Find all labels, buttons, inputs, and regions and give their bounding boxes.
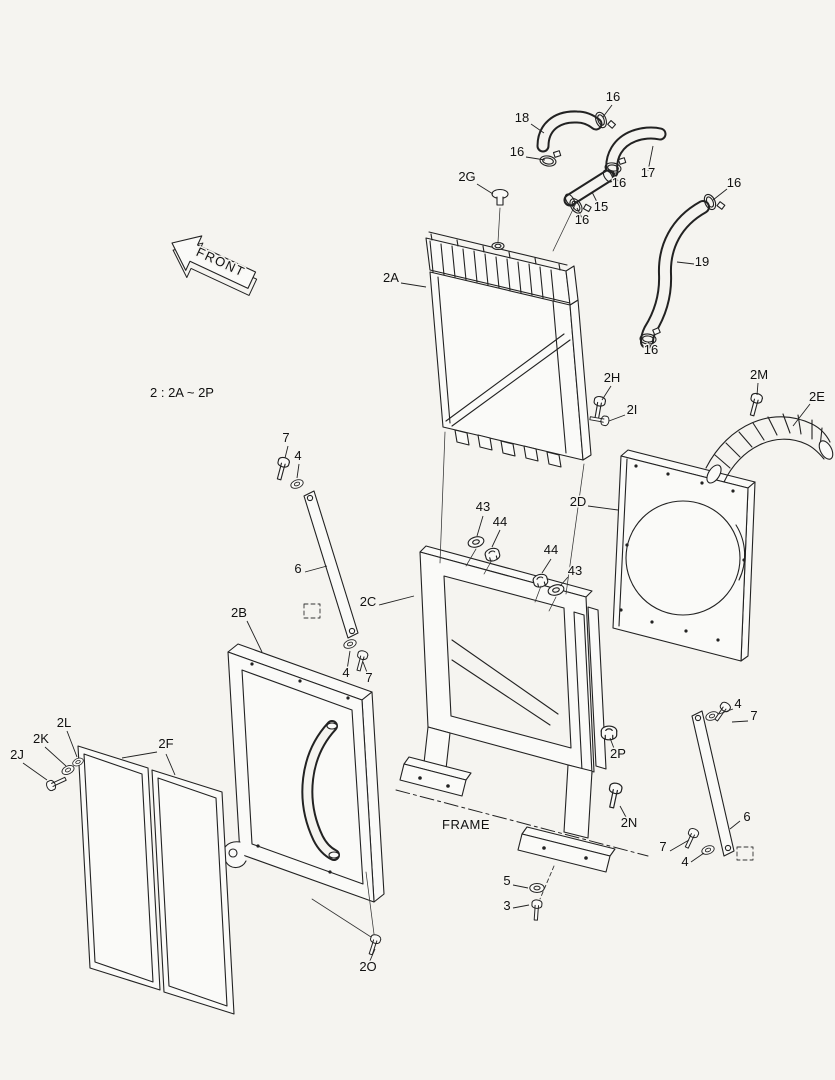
part-label-2j: 2J	[10, 747, 24, 762]
part-label-16-4: 16	[575, 212, 589, 227]
part-label-7-2: 7	[365, 670, 372, 685]
radiator-cap-2g	[491, 188, 509, 243]
fan-shroud-2d	[612, 449, 756, 662]
part-label-18: 18	[515, 110, 529, 125]
flex-duct-2e	[705, 413, 834, 484]
side-panel-2b	[222, 643, 385, 903]
part-label-2p: 2P	[610, 746, 626, 761]
part-label-43-1: 43	[476, 499, 490, 514]
part-label-2e: 2E	[809, 389, 825, 404]
washer-nut-set-43-44	[465, 534, 566, 612]
part-label-4-1: 4	[294, 448, 301, 463]
part-label-7-3: 7	[750, 708, 757, 723]
washer-5	[529, 883, 545, 893]
part-label-16-2: 16	[510, 144, 524, 159]
part-label-2d: 2D	[570, 494, 587, 509]
part-label-6-2: 6	[743, 809, 750, 824]
part-label-4-3: 4	[734, 696, 741, 711]
part-label-2g: 2G	[458, 169, 475, 184]
part-label-16-5: 16	[727, 175, 741, 190]
part-label-2o: 2O	[359, 959, 376, 974]
nut-2p	[600, 725, 618, 741]
part-label-2l: 2L	[57, 715, 71, 730]
part-label-4-4: 4	[681, 854, 688, 869]
part-label-7-1: 7	[282, 430, 289, 445]
part-label-4-2: 4	[342, 665, 349, 680]
part-label-44-1: 44	[493, 514, 507, 529]
part-label-43-2: 43	[568, 563, 582, 578]
part-label-16-6: 16	[644, 342, 658, 357]
hose-18	[536, 110, 603, 153]
part-label-6-1: 6	[294, 561, 301, 576]
part-label-2k: 2K	[33, 731, 49, 746]
part-label-2m: 2M	[750, 367, 768, 382]
hose-17	[605, 126, 667, 179]
radiator-2a	[425, 231, 592, 468]
tube-15	[552, 169, 615, 252]
part-label-2h: 2H	[604, 370, 621, 385]
part-label-2b: 2B	[231, 605, 247, 620]
part-label-5: 5	[503, 873, 510, 888]
part-label-3: 3	[503, 898, 510, 913]
screen-panels-2f	[77, 745, 235, 1015]
bolt-3	[530, 899, 543, 921]
part-label-2f: 2F	[158, 736, 173, 751]
part-label-2c: 2C	[360, 594, 377, 609]
mount-frame-2c	[399, 545, 616, 873]
hose-19	[640, 200, 710, 349]
part-label-16-1: 16	[606, 89, 620, 104]
part-label-7-4: 7	[659, 839, 666, 854]
part-label-16-3: 16	[612, 175, 626, 190]
part-label-note: 2 : 2A ~ 2P	[150, 385, 214, 400]
fastener-2j-2k-2l	[44, 756, 85, 793]
part-label-15: 15	[594, 199, 608, 214]
bolt-2n	[605, 781, 624, 810]
part-label-2n: 2N	[621, 815, 638, 830]
machine-frame-centerline	[395, 789, 649, 857]
part-label-44-2: 44	[544, 542, 558, 557]
part-label-2a: 2A	[383, 270, 399, 285]
part-label-2i: 2I	[627, 402, 638, 417]
part-label-frame: FRAME	[442, 817, 490, 832]
left-brace-6	[273, 455, 370, 673]
front-direction-arrow	[171, 235, 258, 296]
bolt-2m	[746, 391, 764, 418]
part-label-19: 19	[695, 254, 709, 269]
leader-lines	[22, 104, 811, 964]
right-brace-6	[681, 700, 754, 861]
part-label-17: 17	[641, 165, 655, 180]
